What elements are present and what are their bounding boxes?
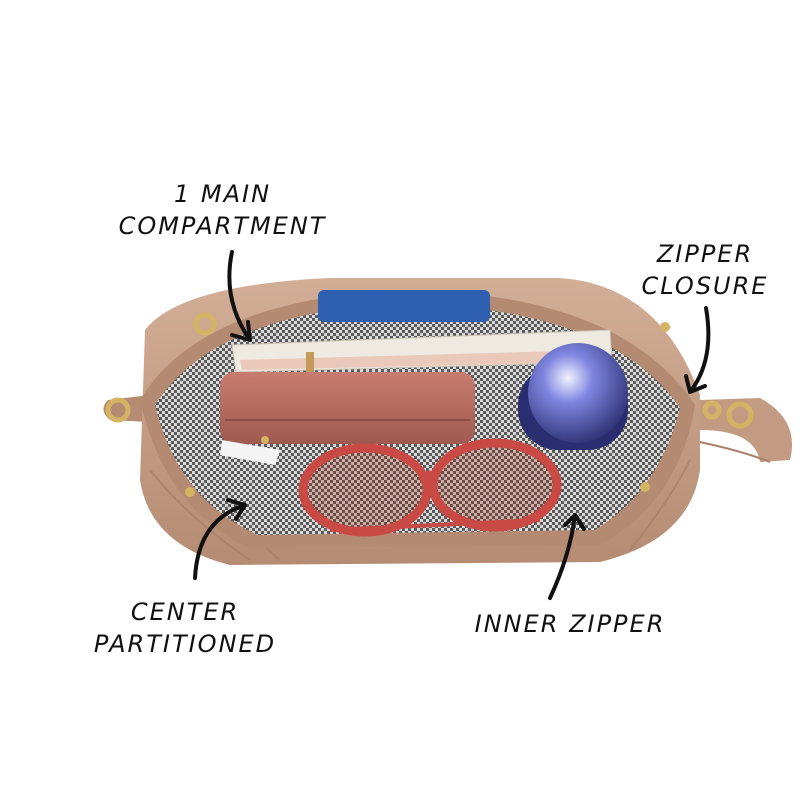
water-bottle bbox=[518, 343, 628, 450]
callout-zipper-closure-line2: CLOSURE bbox=[641, 272, 769, 300]
wallet bbox=[220, 372, 475, 444]
callout-zipper-closure: ZIPPER CLOSURE bbox=[630, 238, 780, 302]
callout-main-compartment-line1: 1 MAIN bbox=[173, 180, 272, 208]
callout-main-compartment: 1 MAIN COMPARTMENT bbox=[105, 178, 340, 242]
phone bbox=[318, 290, 490, 322]
callout-main-compartment-line2: COMPARTMENT bbox=[118, 212, 327, 240]
callout-center-partitioned-line2: PARTITIONED bbox=[93, 630, 277, 658]
metal-ring-icon bbox=[105, 312, 754, 429]
callout-zipper-closure-line1: ZIPPER bbox=[656, 240, 754, 268]
hang-tag bbox=[220, 440, 280, 465]
callout-center-partitioned-line1: CENTER bbox=[130, 598, 240, 626]
callout-center-partitioned: CENTER PARTITIONED bbox=[85, 596, 285, 660]
sunglasses bbox=[298, 438, 562, 537]
callout-inner-zipper-line1: INNER ZIPPER bbox=[474, 610, 666, 638]
callout-inner-zipper: INNER ZIPPER bbox=[465, 608, 675, 640]
rivets bbox=[185, 322, 670, 497]
hand-drawn-arrow-icon bbox=[193, 250, 711, 600]
